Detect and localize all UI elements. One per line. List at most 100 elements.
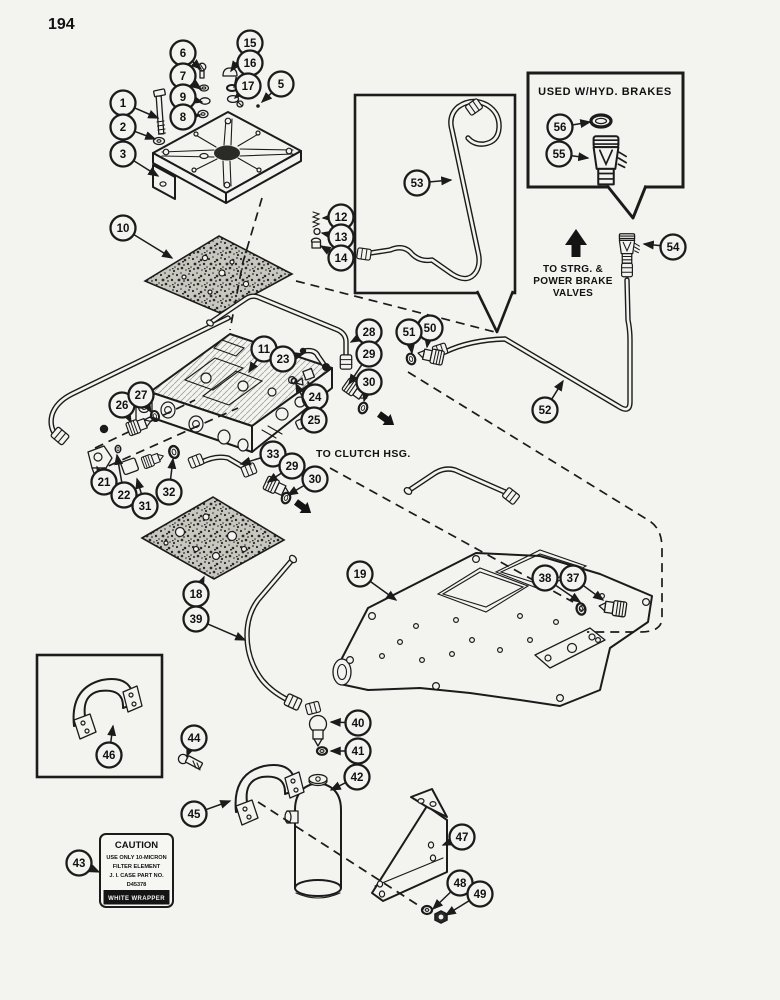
direction-arrow-up (565, 229, 587, 257)
callout-3: 3 (109, 140, 160, 177)
svg-text:30: 30 (363, 377, 376, 389)
svg-text:45: 45 (188, 809, 201, 821)
svg-text:48: 48 (454, 878, 467, 890)
callout-22: 22 (110, 453, 138, 509)
svg-text:23: 23 (277, 354, 290, 366)
svg-text:16: 16 (244, 58, 257, 70)
svg-text:54: 54 (667, 242, 680, 254)
svg-text:50: 50 (424, 323, 437, 335)
svg-text:44: 44 (188, 733, 201, 745)
to-strg-line-1: TO STRG. & (543, 264, 603, 275)
svg-text:41: 41 (352, 746, 365, 758)
svg-text:5: 5 (278, 79, 285, 91)
svg-text:19: 19 (354, 569, 367, 581)
svg-text:10: 10 (117, 223, 130, 235)
callout-40: 40 (329, 709, 372, 737)
caution-line-1: USE ONLY 10-MICRON (106, 855, 166, 861)
callout-18: 18 (182, 575, 210, 608)
svg-text:2: 2 (120, 122, 126, 134)
svg-text:55: 55 (553, 149, 566, 161)
svg-text:49: 49 (474, 889, 487, 901)
caution-line-3: J. I. CASE PART NO. (109, 873, 164, 879)
callout-37: 37 (559, 564, 605, 601)
spring-ball-seat (310, 211, 322, 249)
svg-text:29: 29 (286, 461, 299, 473)
callout-19: 19 (346, 560, 398, 601)
svg-text:11: 11 (258, 344, 271, 356)
callout-52: 52 (531, 379, 564, 424)
clamp-46 (72, 678, 143, 740)
svg-text:8: 8 (180, 112, 187, 124)
svg-text:26: 26 (116, 400, 129, 412)
caution-footer: WHITE WRAPPER (108, 896, 165, 902)
clamp-45 (234, 764, 305, 826)
oring-25 (290, 377, 298, 385)
svg-text:42: 42 (351, 772, 364, 784)
svg-text:52: 52 (539, 405, 552, 417)
callout-54: 54 (642, 233, 687, 261)
caution-footer-bar (103, 890, 170, 905)
top-plate (152, 111, 302, 204)
caution-title: CAUTION (115, 840, 158, 851)
page-number: 194 (48, 16, 75, 33)
callout-2: 2 (109, 113, 157, 141)
svg-text:6: 6 (180, 48, 186, 60)
callout-32: 32 (155, 457, 183, 506)
callout-23: 23 (269, 345, 305, 373)
callout-33: 33 (239, 440, 287, 468)
callout-5: 5 (260, 70, 295, 104)
svg-text:25: 25 (308, 415, 321, 427)
filter-canister (284, 773, 342, 899)
callout-25: 25 (295, 382, 328, 434)
nut-49 (434, 910, 448, 924)
svg-text:21: 21 (98, 477, 111, 489)
svg-text:38: 38 (539, 573, 552, 585)
svg-text:51: 51 (403, 327, 416, 339)
callout-17: 17 (233, 72, 262, 100)
mounting-bracket (371, 788, 448, 902)
callout-27: 27 (127, 381, 155, 414)
callout-30: 30 (355, 368, 383, 403)
callout-14: 14 (319, 244, 355, 272)
callout-56: 56 (546, 113, 592, 141)
svg-text:15: 15 (244, 38, 257, 50)
svg-text:56: 56 (554, 122, 567, 134)
fitting-31 (120, 449, 166, 476)
oring-41 (315, 746, 329, 756)
callout-10: 10 (109, 214, 174, 259)
bolt-44 (177, 753, 204, 771)
callout-43: 43 (65, 849, 101, 877)
callout-21: 21 (90, 465, 118, 496)
callout-8: 8 (169, 103, 202, 131)
callout-30: 30 (286, 465, 329, 496)
callout-53: 53 (403, 169, 453, 197)
svg-text:32: 32 (163, 487, 176, 499)
svg-text:13: 13 (335, 232, 348, 244)
callout-47: 47 (441, 823, 476, 851)
svg-text:30: 30 (309, 474, 322, 486)
callout-1: 1 (109, 89, 160, 119)
svg-text:7: 7 (180, 71, 186, 83)
caution-label: CAUTION USE ONLY 10-MICRON FILTER ELEMEN… (99, 833, 174, 908)
svg-text:18: 18 (190, 589, 203, 601)
svg-text:33: 33 (267, 449, 280, 461)
elbow-fitting-40 (304, 700, 328, 747)
svg-text:9: 9 (180, 92, 186, 104)
svg-text:29: 29 (363, 349, 376, 361)
svg-text:14: 14 (335, 253, 348, 265)
svg-text:3: 3 (120, 149, 126, 161)
svg-text:31: 31 (139, 501, 152, 513)
callout-13: 13 (320, 223, 355, 251)
callout-38: 38 (531, 564, 582, 603)
callout-42: 42 (329, 763, 371, 791)
svg-text:46: 46 (103, 750, 116, 762)
callout-44: 44 (180, 724, 208, 758)
svg-text:40: 40 (352, 718, 365, 730)
svg-text:12: 12 (335, 212, 348, 224)
svg-text:28: 28 (363, 327, 376, 339)
callout-layer: 1235679810111213141516171819212223242526… (65, 29, 687, 916)
callout-48: 48 (431, 869, 474, 911)
callout-55: 55 (545, 140, 590, 168)
